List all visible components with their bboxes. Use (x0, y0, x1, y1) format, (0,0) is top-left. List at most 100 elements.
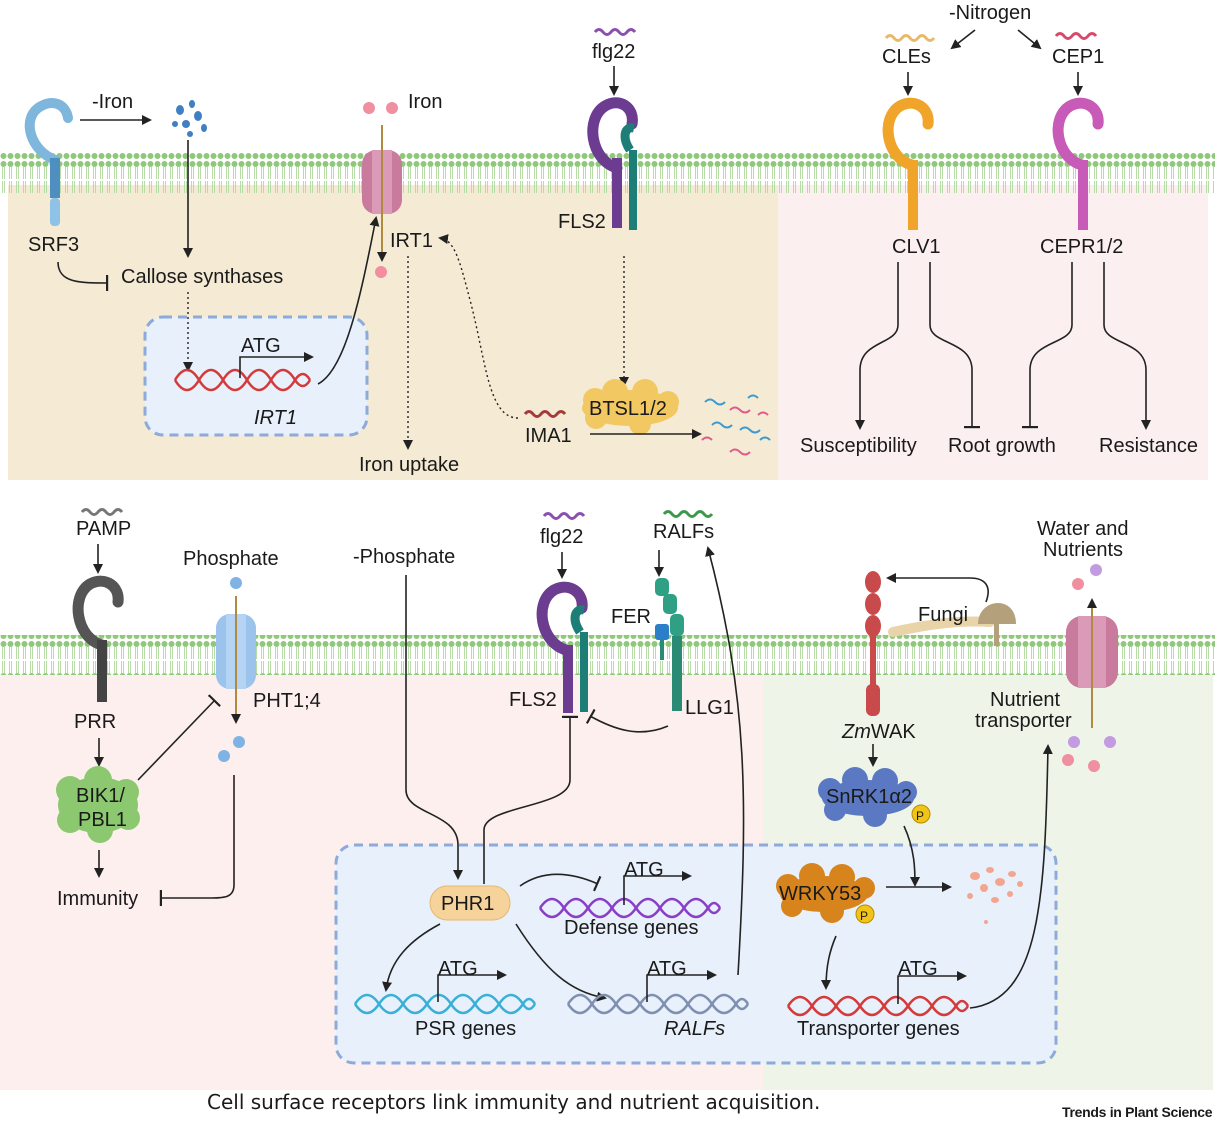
snrk-kinase (818, 767, 917, 827)
nutrient-ion-icon (1062, 754, 1074, 766)
nutrient-ion-icon (1090, 564, 1102, 576)
irt1-dna-icon (173, 368, 312, 392)
bik1-kinase (56, 766, 140, 843)
ralfs-gene-label: RALFs (664, 1018, 725, 1040)
iron-ion-icon (363, 102, 375, 114)
srf3-label: SRF3 (28, 234, 79, 256)
phosphate-ion-icon (233, 736, 245, 748)
prr-label: PRR (74, 711, 116, 733)
iron-deficiency-label: -Iron (92, 91, 133, 113)
journal-brand: Trends in Plant Science (1062, 1104, 1213, 1120)
wrky53-label: WRKY53 (779, 883, 861, 905)
defense-genes-label: Defense genes (564, 917, 699, 939)
clv1-label: CLV1 (892, 236, 941, 258)
degraded-protein-icon (967, 867, 1023, 924)
zmwak-receptor (865, 571, 881, 716)
btsl-label: BTSL1/2 (589, 398, 667, 420)
snrk-label: SnRK1α2 (826, 786, 912, 808)
nutrient-transporter-label-1: Nutrient (990, 689, 1060, 711)
iron-fragments-icon (172, 100, 207, 137)
pamp-label: PAMP (76, 518, 131, 540)
ralfs-label: RALFs (653, 521, 714, 543)
atg-label-ralfs: ATG (647, 958, 687, 980)
fls2-receptor-bottom (536, 581, 588, 713)
atg-label-1: ATG (241, 335, 281, 357)
psr-genes-label: PSR genes (415, 1018, 516, 1040)
iron-label: Iron (408, 91, 442, 113)
susceptibility-label: Susceptibility (800, 435, 917, 457)
fungi-icon (888, 602, 1016, 646)
bik1-label-2: PBL1 (78, 809, 127, 831)
phr1-label: PHR1 (441, 893, 494, 915)
bik1-label-1: BIK1/ (76, 785, 125, 807)
pamp-peptide-icon (80, 508, 124, 516)
nutrient-ion-icon (1072, 578, 1084, 590)
atg-label-psr: ATG (438, 958, 478, 980)
nucleus-box-top (143, 315, 369, 437)
fls2-receptor-top (587, 97, 638, 230)
callose-label: Callose synthases (121, 266, 283, 288)
nutrient-ion-icon (1104, 736, 1116, 748)
fls2-label-bottom: FLS2 (509, 689, 557, 711)
flg22-peptide-icon-bottom (542, 512, 586, 520)
nucleus-box-bottom (334, 843, 1058, 1065)
psr-dna-icon (353, 993, 537, 1015)
iron-panel (8, 185, 778, 480)
fls2-label-top: FLS2 (558, 211, 606, 233)
flg22-label-top: flg22 (592, 41, 635, 63)
resistance-label: Resistance (1099, 435, 1198, 457)
llg1-anchor-icon (655, 624, 669, 640)
atg-label-defense: ATG (624, 859, 664, 881)
phosphate-deficiency-label: -Phosphate (353, 546, 455, 568)
fer-receptor (655, 578, 684, 711)
cepr-receptor (1052, 97, 1104, 230)
pht-label: PHT1;4 (253, 690, 321, 712)
iron-ion-icon (386, 102, 398, 114)
phospho-badge-text: P (860, 909, 868, 923)
phospho-badge-icon (855, 904, 875, 924)
clv1-receptor (882, 97, 934, 230)
zmwak-label: ZmWAK (841, 721, 916, 743)
immunity-label: Immunity (57, 888, 138, 910)
nitrogen-panel (778, 185, 1208, 480)
btsl-complex (582, 379, 679, 435)
iron-ion-icon (375, 266, 387, 278)
water-label-2: Nutrients (1043, 539, 1123, 561)
flg22-peptide-icon (593, 28, 637, 36)
phosphate-label: Phosphate (183, 548, 279, 570)
transporter-dna-icon (786, 995, 970, 1017)
cles-label: CLEs (882, 46, 931, 68)
wrky53-protein (776, 863, 875, 923)
nitrogen-label: -Nitrogen (949, 2, 1031, 24)
defense-dna-icon (538, 897, 722, 919)
iron-uptake-label: Iron uptake (359, 454, 459, 476)
ima1-peptide-icon (523, 410, 567, 418)
nutrient-transporter-label-2: transporter (975, 710, 1072, 732)
phr1-protein (429, 885, 511, 921)
transporter-genes-label: Transporter genes (797, 1018, 960, 1040)
srf3-receptor (24, 98, 73, 226)
fungi-label: Fungi (918, 604, 968, 626)
ima1-label: IMA1 (525, 425, 572, 447)
fer-label: FER (611, 606, 651, 628)
water-label-1: Water and (1037, 518, 1129, 540)
flg22-label-bottom: flg22 (540, 526, 583, 548)
cep1-peptide-icon (1054, 32, 1098, 40)
root-growth-label: Root growth (948, 435, 1056, 457)
atg-label-transporter: ATG (898, 958, 938, 980)
phosphate-ion-icon (218, 750, 230, 762)
cles-peptide-icon (884, 34, 936, 42)
figure-caption: Cell surface receptors link immunity and… (207, 1090, 820, 1114)
prr-receptor (72, 575, 124, 702)
nutrient-ion-icon (1068, 736, 1080, 748)
bottom-membrane (0, 635, 1215, 675)
irt1-protein-label: IRT1 (390, 230, 433, 252)
degraded-peptides-icon (701, 394, 771, 456)
phosphate-ion-icon (230, 577, 242, 589)
irt1-gene-label: IRT1 (254, 407, 297, 429)
llg1-label: LLG1 (685, 697, 734, 719)
ralfs-dna-icon (566, 993, 750, 1015)
phospho-badge-icon (911, 804, 931, 824)
ralfs-peptide-icon (662, 510, 714, 518)
